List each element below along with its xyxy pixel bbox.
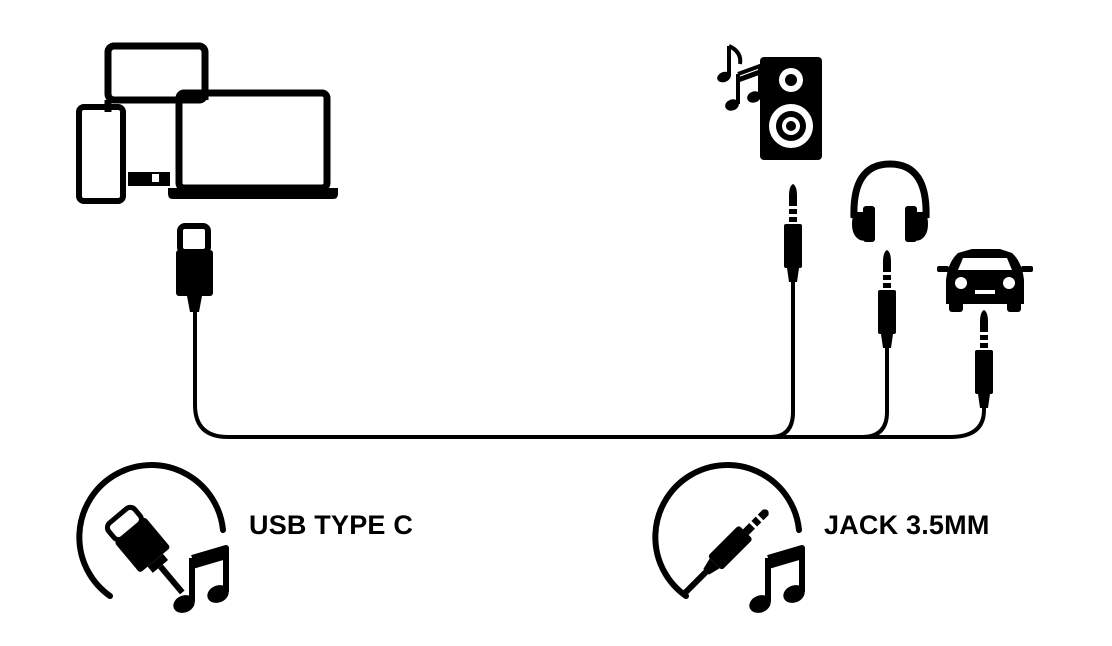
usb-c-music-badge-icon	[76, 462, 231, 616]
jack-plug-speaker	[784, 184, 802, 282]
usb-c-plug	[176, 223, 213, 312]
usb-type-c-label: USB TYPE C	[249, 510, 414, 540]
headphones-icon	[850, 160, 930, 242]
jack-music-badge-icon	[652, 462, 807, 616]
music-note-icon	[717, 44, 762, 111]
jack-plug-car	[975, 310, 993, 408]
jack-3-5mm-label: JACK 3.5MM	[824, 510, 990, 540]
speaker-icon	[760, 57, 822, 160]
car-icon	[937, 249, 1033, 312]
cable-network	[193, 282, 986, 439]
devices-icon	[76, 42, 338, 204]
jack-plug-headphones	[878, 250, 896, 348]
